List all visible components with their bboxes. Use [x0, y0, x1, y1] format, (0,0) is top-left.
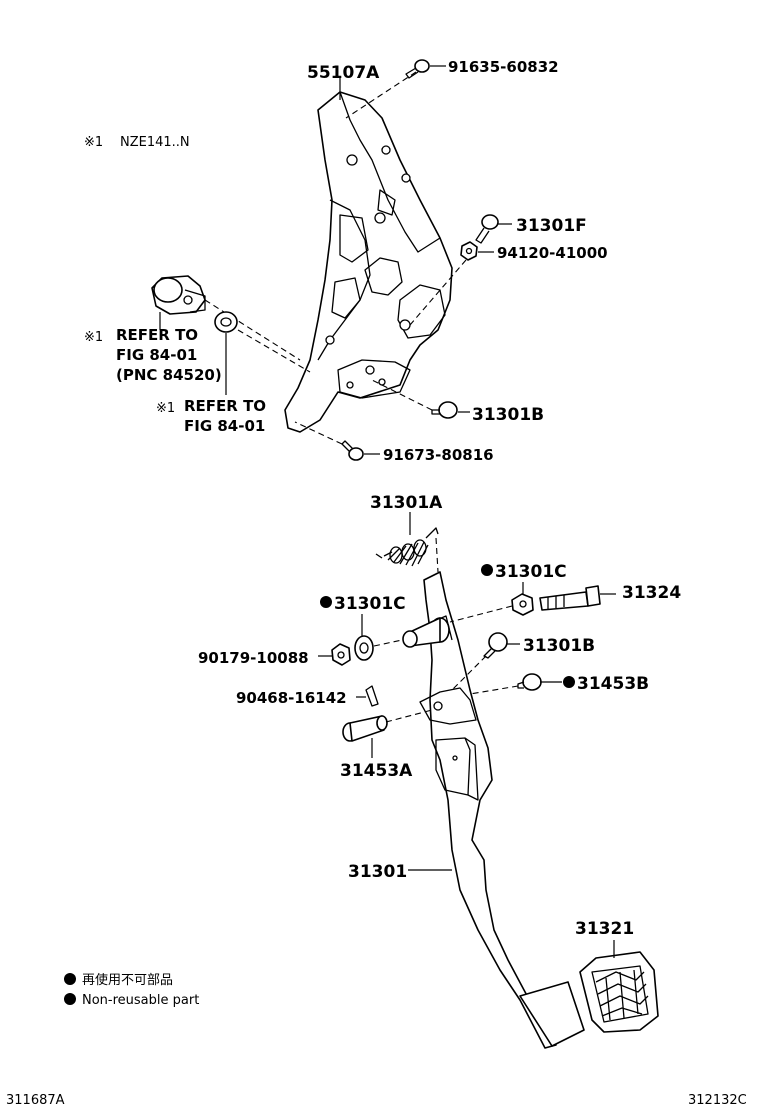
bushing-31301B-top: [371, 379, 470, 419]
nut-94120-41000: [409, 241, 494, 326]
bushing-31453B: [469, 673, 562, 695]
legend-en: Non-reusable part: [82, 993, 199, 1008]
label-91635-60832: 91635-60832: [448, 58, 559, 76]
legend-dot-en: [64, 993, 76, 1005]
label-31324: 31324: [622, 583, 681, 603]
ref2-mark: ※1: [156, 401, 175, 416]
label-31301C-right: 31301C: [495, 562, 567, 582]
label-31301B-top: 31301B: [472, 405, 544, 425]
ref1-line2: FIG 84-01: [116, 346, 197, 364]
bolt-91673-80816: [294, 421, 380, 461]
stop-lamp-switch: [151, 275, 301, 361]
cushion-part: [214, 311, 311, 395]
label-90179-10088: 90179-10088: [198, 649, 309, 667]
label-90468-16142: 90468-16142: [236, 689, 347, 707]
bolt-91635-60832: [345, 59, 446, 119]
ref1-mark: ※1: [84, 330, 103, 345]
clip-90468-16142: [356, 685, 379, 707]
label-55107A: 55107A: [307, 63, 380, 83]
label-31301C-left: 31301C: [334, 594, 406, 614]
label-31301: 31301: [348, 862, 407, 882]
note-mark: ※1: [84, 135, 103, 150]
label-94120-41000: 94120-41000: [497, 244, 608, 262]
nonreusable-dot-31453B: [563, 676, 575, 688]
note-text: NZE141..N: [120, 135, 190, 150]
label-31453B: 31453B: [577, 674, 649, 694]
label-31301B-low: 31301B: [523, 636, 595, 656]
ref2-line2: FIG 84-01: [184, 417, 265, 435]
pedal-arm-31301: [408, 571, 585, 1049]
ref2-line1: REFER TO: [184, 397, 266, 415]
pedal-pad-31321: [579, 940, 659, 1033]
nonreusable-dot-31301C-right: [481, 564, 493, 576]
footer-left-code: 311687A: [6, 1093, 65, 1108]
bushing-31301B-low: [451, 632, 520, 691]
bolt-31324: [539, 585, 616, 611]
label-31453A: 31453A: [340, 761, 413, 781]
ref1-line1: REFER TO: [116, 326, 198, 344]
bushing-31301C-right: [449, 582, 534, 623]
pivot-tube: [402, 617, 450, 648]
legend-jp: 再使用不可部品: [82, 972, 173, 988]
ref1-line3: (PNC 84520): [116, 366, 222, 384]
bolt-31301F: [475, 214, 512, 244]
label-31301F: 31301F: [516, 216, 587, 236]
legend-dot-jp: [64, 973, 76, 985]
label-91673-80816: 91673-80816: [383, 446, 494, 464]
pin-31453A: [342, 709, 433, 758]
bushing-31301C-left: [354, 614, 403, 661]
nonreusable-dot-31301C-left: [320, 596, 332, 608]
label-31301A: 31301A: [370, 493, 443, 513]
footer-right-code: 312132C: [688, 1093, 747, 1108]
pedal-bracket-55107A: [284, 78, 453, 433]
label-31321: 31321: [575, 919, 634, 939]
return-spring-31301A: [375, 512, 439, 573]
nut-90179-10088: [318, 643, 351, 666]
